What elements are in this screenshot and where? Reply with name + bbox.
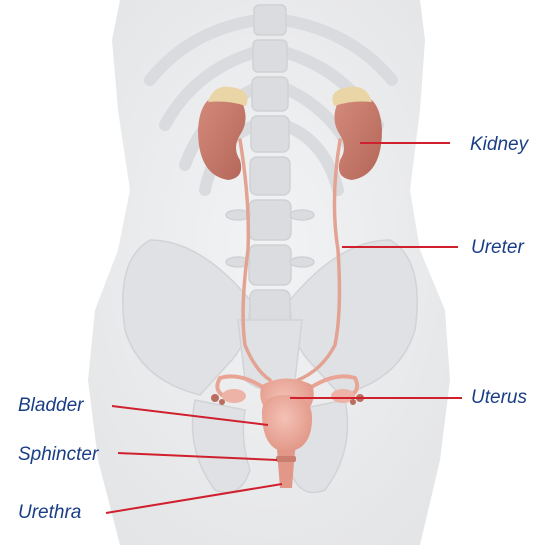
kidney-label: Kidney — [470, 134, 530, 155]
sphincter-label: Sphincter — [18, 444, 99, 465]
urethra — [277, 450, 295, 488]
urethra-label: Urethra — [18, 502, 81, 523]
ureter-label: Ureter — [471, 237, 524, 258]
uterus-label: Uterus — [471, 387, 527, 408]
bladder-label: Bladder — [18, 395, 84, 416]
sphincter — [276, 456, 296, 462]
